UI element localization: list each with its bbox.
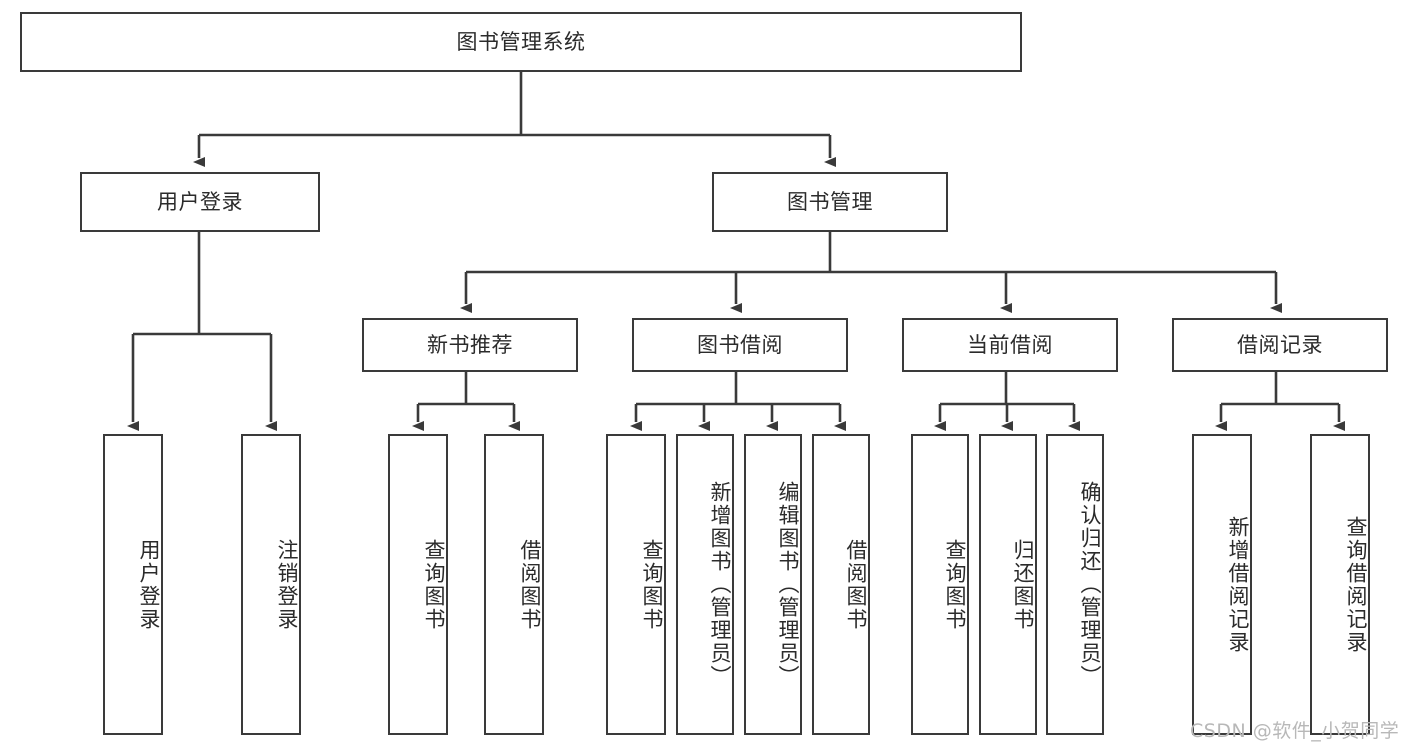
leaf-label: 查询图书 — [422, 538, 446, 631]
leaf-label: 注销登录 — [275, 538, 299, 631]
leaf-current-borrow-return-book[interactable]: 归还图书 — [979, 434, 1037, 735]
node-book-management-label: 图书管理 — [787, 189, 873, 214]
leaf-label: 借阅图书 — [844, 538, 868, 631]
node-root-book-management-system[interactable]: 图书管理系统 — [20, 12, 1022, 72]
leaf-borrow-records-add-record[interactable]: 新增借阅记录 — [1192, 434, 1252, 735]
leaf-label: 查询图书 — [943, 538, 967, 631]
node-new-book-recommend[interactable]: 新书推荐 — [362, 318, 578, 372]
leaf-book-borrow-borrow-book[interactable]: 借阅图书 — [812, 434, 870, 735]
node-root-label: 图书管理系统 — [456, 29, 586, 54]
node-book-borrow[interactable]: 图书借阅 — [632, 318, 848, 372]
leaf-new-book-query-book[interactable]: 查询图书 — [388, 434, 448, 735]
leaf-label: 新增借阅记录 — [1226, 515, 1250, 654]
node-book-borrow-label: 图书借阅 — [697, 332, 783, 357]
node-current-borrow-label: 当前借阅 — [967, 332, 1053, 357]
leaf-current-borrow-confirm-return-admin[interactable]: 确认归还（管理员） — [1046, 434, 1104, 735]
node-current-borrow[interactable]: 当前借阅 — [902, 318, 1118, 372]
leaf-book-borrow-edit-book-admin[interactable]: 编辑图书（管理员） — [744, 434, 802, 735]
csdn-watermark: CSDN @软件_小贺同学 — [1190, 720, 1400, 742]
node-user-login[interactable]: 用户登录 — [80, 172, 320, 232]
leaf-label: 用户登录 — [137, 538, 161, 631]
leaf-new-book-borrow-book[interactable]: 借阅图书 — [484, 434, 544, 735]
leaf-label: 查询图书 — [640, 538, 664, 631]
leaf-current-borrow-query-book[interactable]: 查询图书 — [911, 434, 969, 735]
leaf-label: 编辑图书（管理员） — [776, 481, 800, 688]
leaf-book-borrow-query-book[interactable]: 查询图书 — [606, 434, 666, 735]
leaf-label: 新增图书（管理员） — [708, 481, 732, 688]
leaf-label: 借阅图书 — [518, 538, 542, 631]
node-borrow-records[interactable]: 借阅记录 — [1172, 318, 1388, 372]
leaf-label: 确认归还（管理员） — [1078, 481, 1102, 688]
leaf-label: 查询借阅记录 — [1344, 515, 1368, 654]
node-new-book-recommend-label: 新书推荐 — [427, 332, 513, 357]
leaf-label: 归还图书 — [1011, 538, 1035, 631]
node-book-management[interactable]: 图书管理 — [712, 172, 948, 232]
node-borrow-records-label: 借阅记录 — [1237, 332, 1323, 357]
leaf-book-borrow-add-book-admin[interactable]: 新增图书（管理员） — [676, 434, 734, 735]
leaf-user-login-user-login[interactable]: 用户登录 — [103, 434, 163, 735]
leaf-user-login-logout[interactable]: 注销登录 — [241, 434, 301, 735]
leaf-borrow-records-query-record[interactable]: 查询借阅记录 — [1310, 434, 1370, 735]
node-user-login-label: 用户登录 — [157, 189, 243, 214]
